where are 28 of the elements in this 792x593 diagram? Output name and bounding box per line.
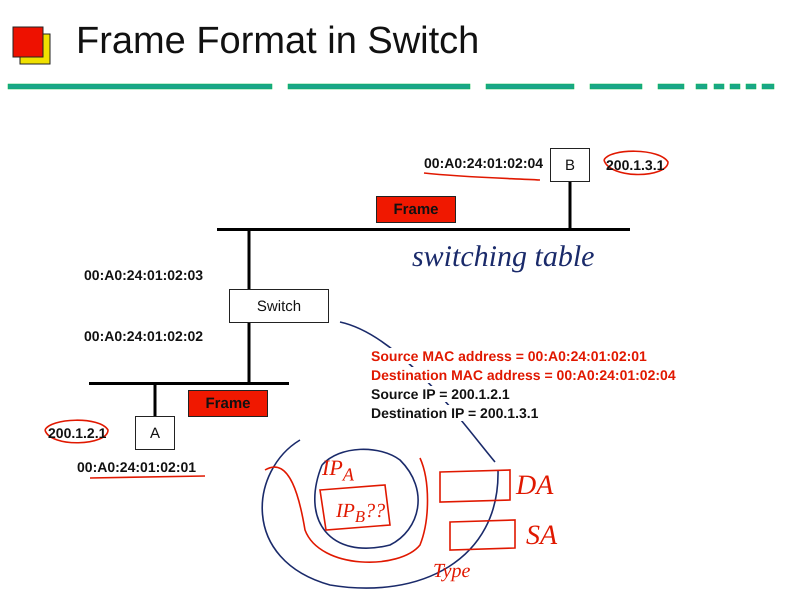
connector-line xyxy=(248,323,250,382)
mac-address: 00:A0:24:01:02:02 xyxy=(84,328,204,344)
mac-address: 00:A0:24:01:02:04 xyxy=(424,155,544,171)
connector-line xyxy=(154,385,156,416)
frame-box: Frame xyxy=(188,390,268,417)
frame-box: Frame xyxy=(376,196,456,223)
handwritten-note: switching table xyxy=(412,240,594,274)
switch-box: Switch xyxy=(229,289,329,323)
bus-line xyxy=(89,382,289,385)
handwritten-note: DA xyxy=(516,470,554,502)
frame-field-text: Source MAC address = 00:A0:24:01:02:01 xyxy=(371,348,647,364)
frame-field-text: Destination IP = 200.1.3.1 xyxy=(371,405,538,421)
handwritten-note: Type xyxy=(433,560,470,583)
connector-line xyxy=(248,231,250,289)
mac-address: 00:A0:24:01:02:01 xyxy=(77,459,196,475)
handwritten-note: IP$_{A}$ xyxy=(322,455,354,486)
mac-address: 00:A0:24:01:02:03 xyxy=(84,267,204,283)
handwritten-note: SA xyxy=(526,520,558,552)
handwritten-note: IP$_{B}$?? xyxy=(336,500,386,527)
ip-address: 200.1.2.1 xyxy=(48,425,106,441)
connector-line xyxy=(568,182,572,228)
frame-field-text: Destination MAC address = 00:A0:24:01:02:04 xyxy=(371,367,676,383)
frame-field-text: Source IP = 200.1.2.1 xyxy=(371,386,510,402)
host-box: B xyxy=(550,148,590,182)
bus-line xyxy=(217,228,630,231)
host-box: A xyxy=(135,416,175,450)
ip-address: 200.1.3.1 xyxy=(606,157,664,173)
slide-title: Frame Format in Switch xyxy=(76,20,480,63)
